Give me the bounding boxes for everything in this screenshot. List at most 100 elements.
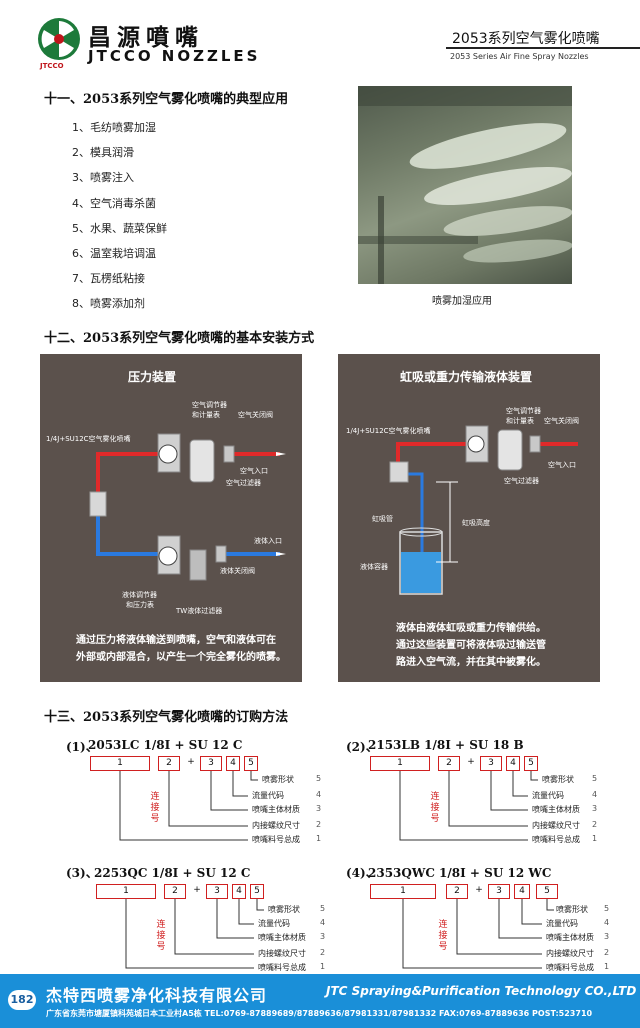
- logo: [38, 18, 80, 60]
- app-item: 7、瓦楞纸粘接: [72, 272, 145, 285]
- label-air-regulator: 空气调节器: [506, 407, 541, 415]
- code-box-2: 2: [446, 884, 468, 899]
- legend-num: 2: [316, 820, 322, 829]
- legend-num: 3: [320, 932, 326, 941]
- order-example-4: (4)、 2353QWC 1/8I + SU 12 WC 1 2 + 3 4 5…: [346, 862, 616, 974]
- connector-char: 号: [150, 814, 160, 824]
- legend-num: 3: [604, 932, 610, 941]
- legend-label: 流量代码: [258, 919, 290, 928]
- example-index: (4)、: [346, 866, 378, 880]
- legend-label: 喷嘴主体材质: [258, 933, 306, 942]
- order-example-1: (1)、 2053LC 1/8I + SU 12 C 1 2 + 3 4 5 连…: [66, 736, 336, 848]
- legend-num: 1: [316, 834, 322, 843]
- code-box-1: 1: [96, 884, 156, 899]
- page-number: 182: [8, 990, 36, 1010]
- legend-label: 喷嘴主体材质: [252, 805, 300, 814]
- company-name-cn: 杰特西喷雾净化科技有限公司: [46, 986, 268, 1005]
- label-air-inlet: 空气入口: [240, 467, 268, 475]
- label-liquid-gauge: 和压力表: [126, 601, 154, 609]
- legend-num: 4: [316, 790, 322, 799]
- legend-label: 喷雾形状: [262, 775, 294, 784]
- label-liquid-regulator: 液体调节器: [122, 591, 157, 599]
- code-box-4: 4: [506, 756, 520, 771]
- legend-label: 喷雾形状: [268, 905, 300, 914]
- code-box-1: 1: [90, 756, 150, 771]
- example-index: (1)、: [66, 740, 98, 754]
- callout-lines: [402, 899, 554, 969]
- legend-num: 5: [316, 774, 322, 783]
- legend-label: 内接螺纹尺寸: [546, 949, 594, 958]
- label-air-regulator: 空气调节器: [192, 401, 227, 409]
- callout-lines: [125, 899, 264, 969]
- code-box-4: 4: [226, 756, 240, 771]
- legend-num: 5: [320, 904, 326, 913]
- app-item: 4、空气消毒杀菌: [72, 197, 156, 210]
- spray-humidification-photo: [358, 86, 572, 284]
- legend-label: 喷嘴料号总成: [532, 835, 580, 844]
- example-code: 2253QC 1/8I + SU 12 C: [94, 866, 251, 880]
- legend-label: 喷雾形状: [556, 905, 588, 914]
- app-item: 1、毛纺喷雾加湿: [72, 121, 156, 134]
- code-box-3: 3: [200, 756, 222, 771]
- example-code: 2053LC 1/8I + SU 12 C: [88, 738, 243, 752]
- connector-char: 号: [438, 942, 448, 952]
- callout-lines: [119, 771, 258, 841]
- label-air-valve: 空气关闭阀: [238, 411, 273, 419]
- callout-lines: [399, 771, 538, 841]
- header-divider: [446, 47, 640, 49]
- legend-label: 喷嘴料号总成: [252, 835, 300, 844]
- code-box-1: 1: [370, 756, 430, 771]
- label-gauge: 和计量表: [192, 411, 220, 419]
- example-code: 2353QWC 1/8I + SU 12 WC: [368, 866, 552, 880]
- pressure-desc-line: 外部或内部混合，以产生一个完全雾化的喷雾。: [76, 652, 286, 663]
- code-box-2: 2: [438, 756, 460, 771]
- label-air-filter: 空气过滤器: [504, 477, 539, 485]
- example-code: 2153LB 1/8I + SU 18 B: [368, 738, 524, 752]
- page-header-title: 2053系列空气雾化喷嘴: [452, 31, 600, 47]
- label-nozzle: 1/4J+SU12C空气雾化喷嘴: [46, 435, 131, 443]
- legend-label: 流量代码: [532, 791, 564, 800]
- app-item: 6、温室栽培调温: [72, 247, 156, 260]
- legend-label: 喷雾形状: [542, 775, 574, 784]
- legend-num: 5: [592, 774, 598, 783]
- label-liquid-inlet: 液体入口: [254, 537, 282, 545]
- brand-name-cn: 昌源噴嘴: [88, 25, 204, 51]
- label-air-filter: 空气过滤器: [226, 479, 261, 487]
- pressure-desc-line: 通过压力将液体输送到喷嘴，空气和液体可在: [76, 635, 276, 646]
- label-air-valve: 空气关闭阀: [544, 417, 579, 425]
- label-nozzle: 1/4J+SU12C空气雾化喷嘴: [346, 427, 431, 435]
- code-box-3: 3: [488, 884, 510, 899]
- photo-caption: 喷雾加湿应用: [432, 296, 492, 307]
- company-address: 广东省东莞市塘厦镇科苑城日本工业村A5栋 TEL:0769-87889689/8…: [46, 1009, 593, 1018]
- legend-label: 流量代码: [252, 791, 284, 800]
- section-13-title: 十三、2053系列空气雾化喷嘴的订购方法: [44, 710, 289, 725]
- label-gauge: 和计量表: [506, 417, 534, 425]
- code-box-4: 4: [514, 884, 530, 899]
- siphon-desc-line: 通过这些装置可将液体吸过输送管: [396, 640, 546, 651]
- code-box-2: 2: [164, 884, 186, 899]
- label-liquid-valve: 液体关闭阀: [220, 567, 255, 575]
- legend-label: 喷嘴料号总成: [546, 963, 594, 972]
- legend-label: 流量代码: [546, 919, 578, 928]
- label-tw-filter: TW液体过滤器: [176, 607, 223, 615]
- legend-label: 喷嘴料号总成: [258, 963, 306, 972]
- legend-label: 喷嘴主体材质: [546, 933, 594, 942]
- legend-num: 1: [604, 962, 610, 971]
- label-liquid-container: 液体容器: [360, 563, 388, 571]
- code-box-3: 3: [206, 884, 228, 899]
- legend-num: 3: [316, 804, 322, 813]
- legend-num: 3: [592, 804, 598, 813]
- code-box-3: 3: [480, 756, 502, 771]
- siphon-setup-title: 虹吸或重力传输液体装置: [400, 370, 533, 384]
- code-plus: +: [472, 884, 486, 899]
- code-box-5: 5: [244, 756, 258, 771]
- pressure-setup-title: 压力装置: [128, 370, 177, 384]
- code-box-5: 5: [524, 756, 538, 771]
- legend-num: 2: [604, 948, 610, 957]
- code-box-4: 4: [232, 884, 246, 899]
- siphon-setup-panel: 虹吸或重力传输液体装置 空气调节器 和计量表 空气关闭阀 1/4J+SU12C空…: [338, 354, 600, 682]
- footer-bar: [0, 974, 640, 1028]
- app-item: 5、水果、蔬菜保鲜: [72, 222, 167, 235]
- legend-num: 4: [592, 790, 598, 799]
- legend-num: 4: [604, 918, 610, 927]
